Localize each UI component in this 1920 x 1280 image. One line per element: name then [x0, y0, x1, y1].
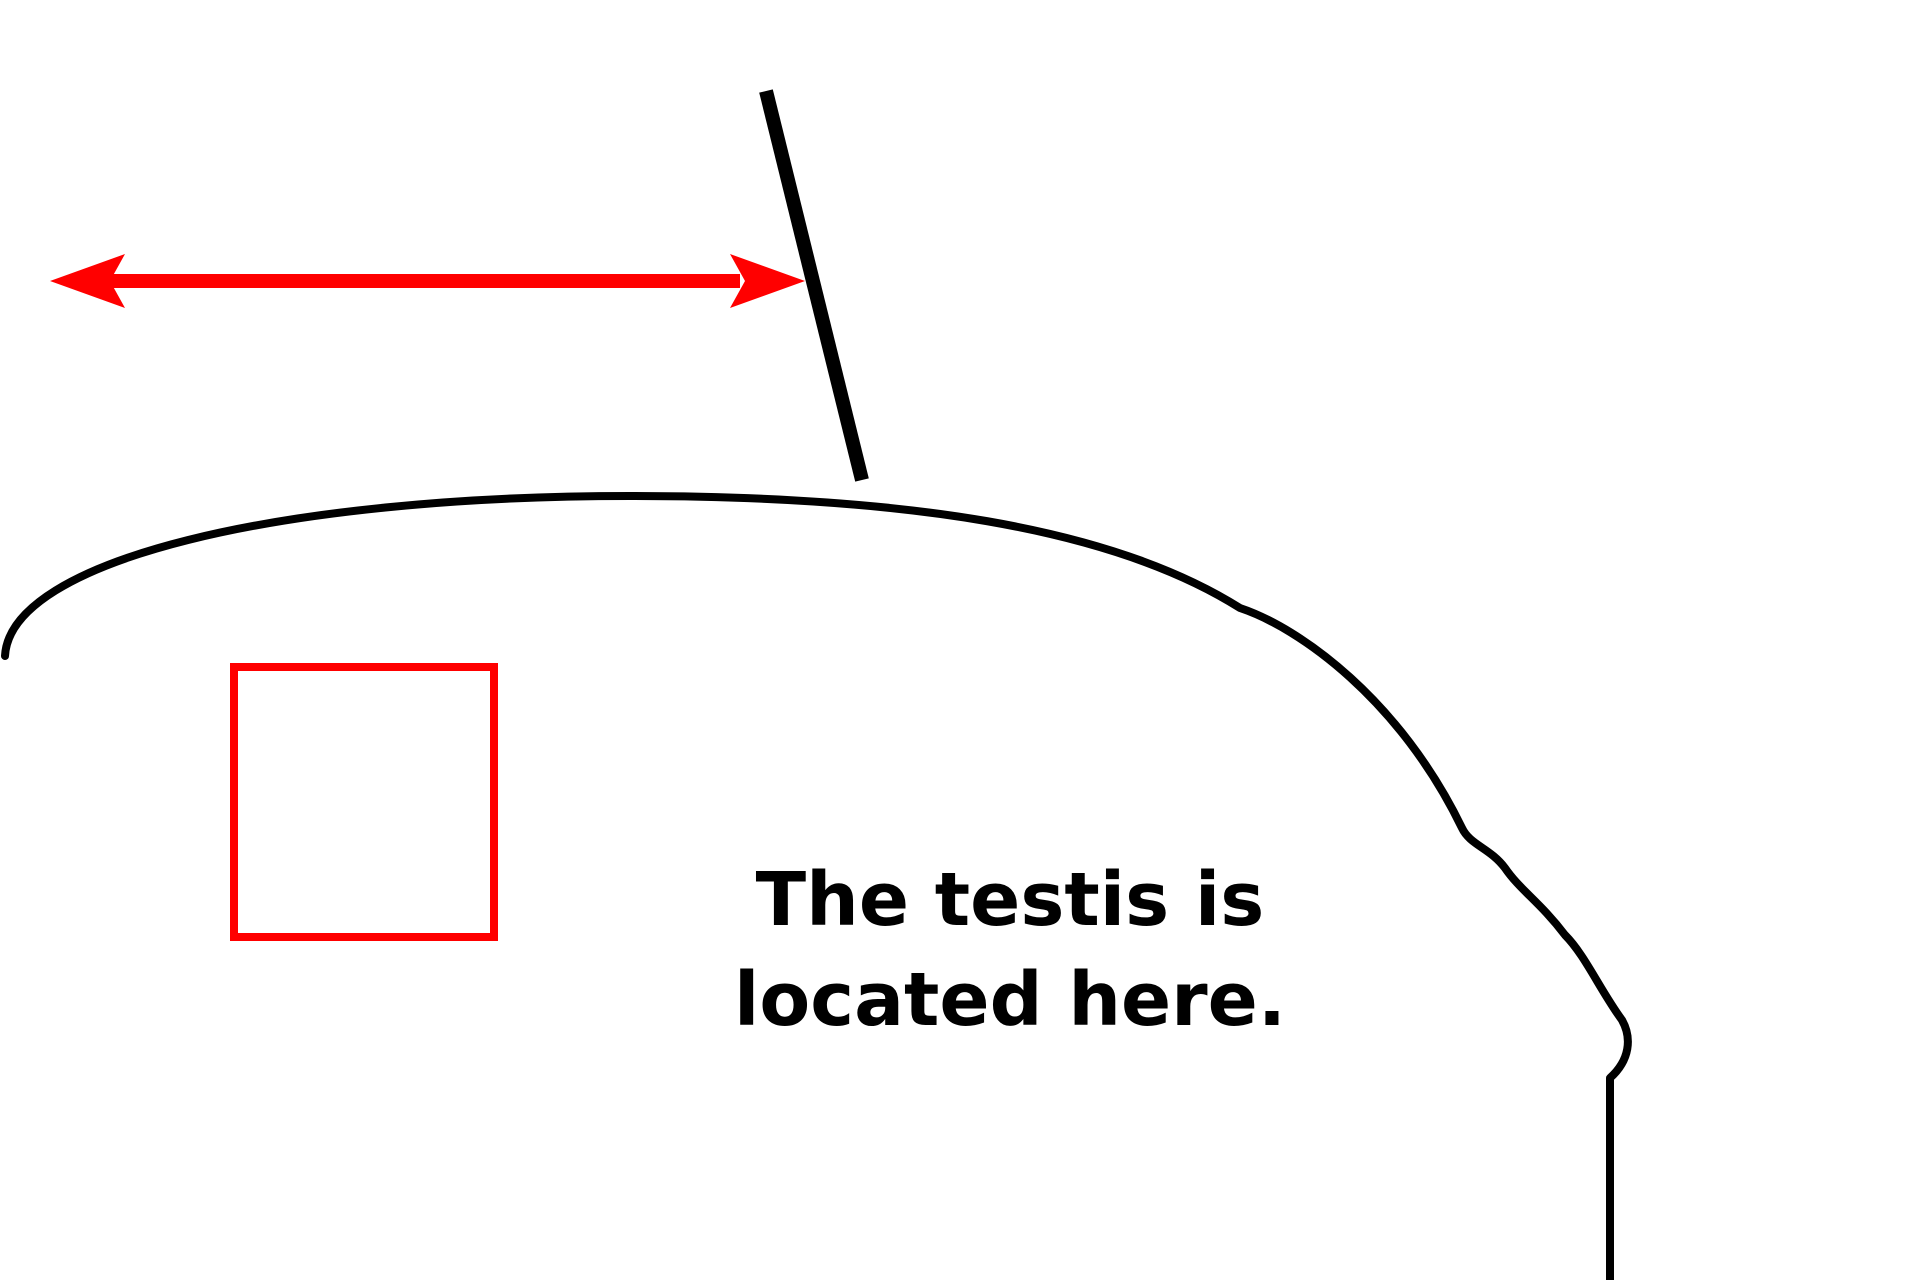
caption-line-1: The testis is — [755, 857, 1265, 943]
caption-line-2: located here. — [734, 957, 1286, 1043]
double-arrow-right-head — [730, 254, 805, 308]
marker-box — [230, 663, 498, 941]
pointer-line — [759, 89, 869, 482]
testis-caption: The testis is located here. — [720, 850, 1300, 1050]
double-arrow-left-head — [50, 254, 125, 308]
double-arrow — [50, 254, 805, 308]
body-outline — [1, 492, 1632, 1280]
